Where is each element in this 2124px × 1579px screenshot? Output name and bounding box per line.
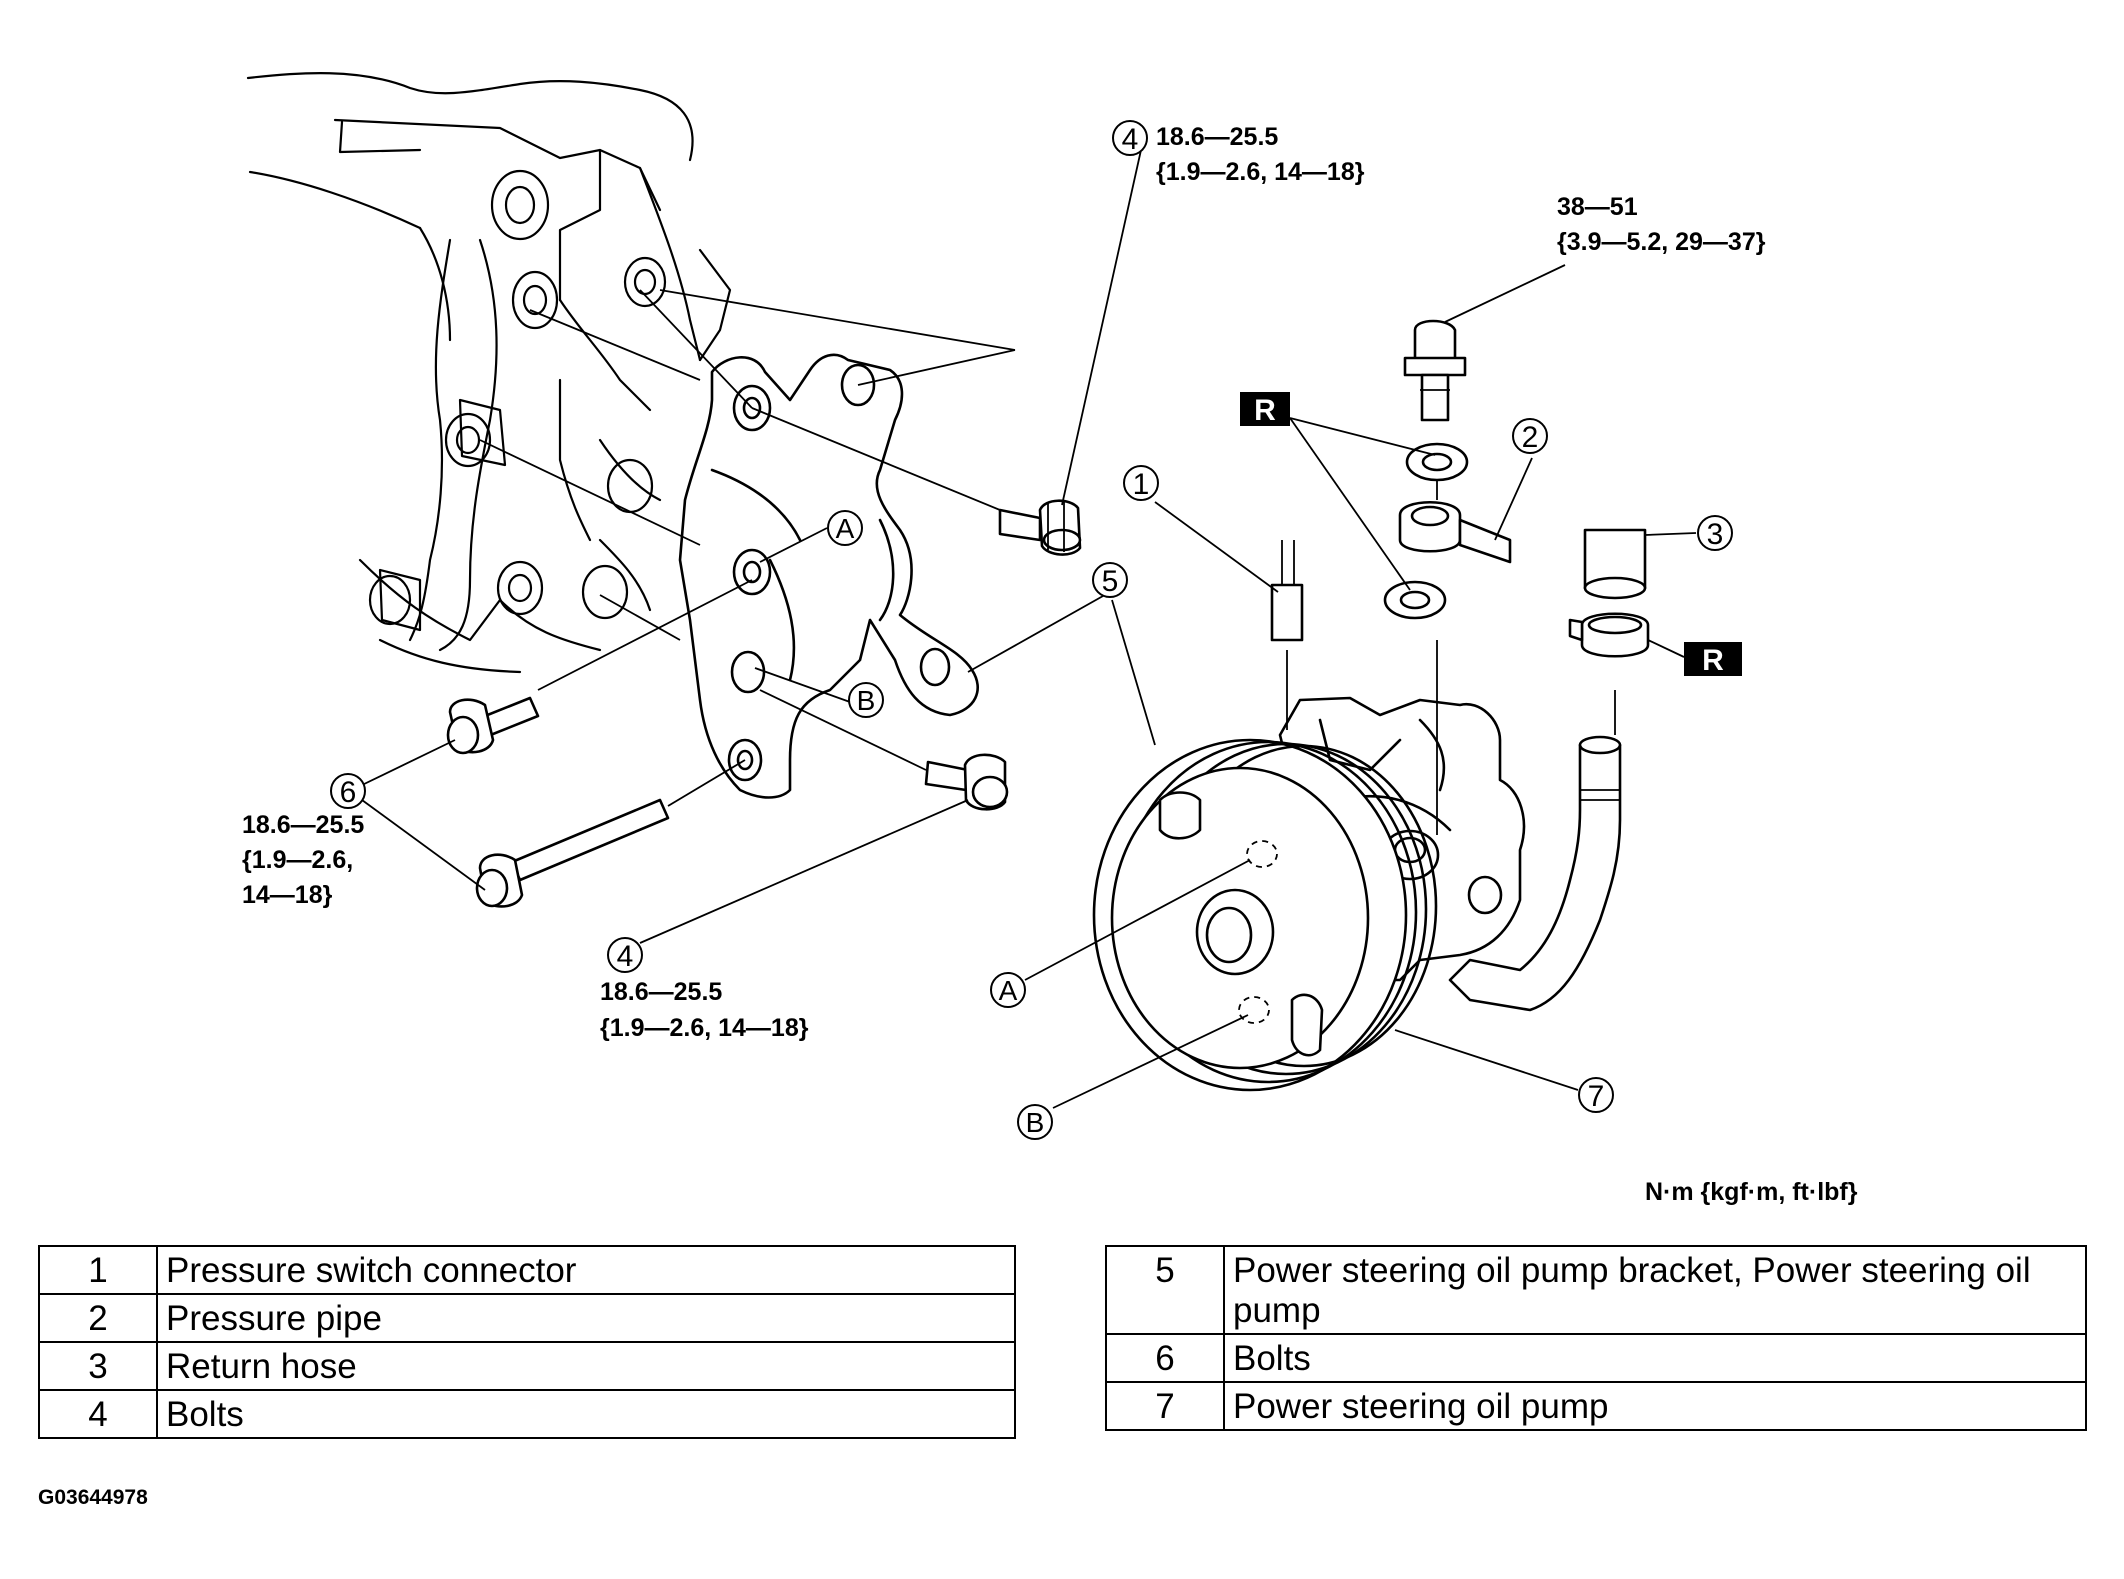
legend-number: 3 — [38, 1341, 158, 1391]
callout-4-lower: 4 — [607, 937, 643, 973]
callout-a-bracket-label: A — [836, 513, 855, 544]
callout-3-label: 3 — [1707, 518, 1724, 551]
callout-7: 7 — [1578, 1077, 1614, 1113]
callout-b-bracket-label: B — [857, 685, 876, 716]
torque-pipe-bolt-line1: 38—51 — [1557, 193, 1638, 221]
engine-block — [246, 72, 732, 674]
pressure-pipe-eye — [1398, 500, 1512, 564]
replace-marker-washers-label: R — [1254, 394, 1276, 427]
torque-4-upper-line2: {1.9—2.6, 14—18} — [1156, 158, 1365, 186]
bracket-alignment-lines — [479, 289, 1016, 641]
legend-number: 6 — [1105, 1333, 1225, 1383]
bolt-6-short — [446, 696, 540, 755]
pump-return-outlet — [1448, 735, 1622, 1012]
callout-1: 1 — [1123, 465, 1159, 501]
legend-number: 2 — [38, 1293, 158, 1343]
callout-b-pulley-label: B — [1026, 1107, 1045, 1138]
torque-6-line2: {1.9—2.6, — [242, 846, 353, 874]
washer-lower — [1383, 580, 1447, 620]
legend-label: Power steering oil pump bracket, Power s… — [1223, 1245, 2087, 1335]
replace-marker-clamp-label: R — [1702, 644, 1724, 677]
callout-4-lower-label: 4 — [617, 940, 634, 973]
bolt-4-upper — [998, 499, 1082, 556]
replace-marker-clamp: R — [1684, 642, 1742, 677]
callout-a-pulley-label: A — [999, 975, 1018, 1006]
callout-4-upper-label: 4 — [1122, 123, 1139, 156]
callout-3: 3 — [1697, 515, 1733, 551]
callout-5-label: 5 — [1102, 565, 1119, 598]
return-hose — [1583, 528, 1647, 600]
legend-number: 4 — [38, 1389, 158, 1439]
pump-bracket — [678, 353, 979, 799]
legend-label: Return hose — [156, 1341, 1016, 1391]
callout-7-label: 7 — [1588, 1080, 1605, 1113]
callout-1-label: 1 — [1133, 468, 1150, 501]
torque-pipe-bolt-line2: {3.9—5.2, 29—37} — [1557, 228, 1766, 256]
legend-label: Pressure pipe — [156, 1293, 1016, 1343]
callout-b-pulley: B — [1017, 1104, 1053, 1140]
pump-pulley — [1092, 738, 1438, 1092]
callout-a-pulley: A — [990, 972, 1026, 1008]
callout-a-bracket: A — [827, 510, 863, 546]
callout-6: 6 — [330, 773, 366, 809]
callout-2: 2 — [1512, 418, 1548, 454]
legend-label: Bolts — [156, 1389, 1016, 1439]
torque-6-line1: 18.6—25.5 — [242, 811, 364, 839]
legend-label: Power steering oil pump — [1223, 1381, 2087, 1431]
leader-lines — [359, 149, 1697, 1109]
hose-clamp — [1568, 612, 1650, 658]
bolt-4-lower — [924, 753, 1009, 811]
replace-marker-washers: R — [1240, 392, 1290, 427]
callout-4-upper: 4 — [1112, 120, 1148, 156]
torque-4-lower-line2: {1.9—2.6, 14—18} — [600, 1014, 809, 1042]
torque-6-line3: 14—18} — [242, 881, 333, 909]
callout-2-label: 2 — [1522, 421, 1539, 454]
callout-6-label: 6 — [340, 776, 357, 809]
legend-label: Bolts — [1223, 1333, 2087, 1383]
pressure-switch-connector — [1270, 540, 1304, 730]
torque-4-lower-line1: 18.6—25.5 — [600, 978, 722, 1006]
legend-label: Pressure switch connector — [156, 1245, 1016, 1295]
legend-number: 5 — [1105, 1245, 1225, 1335]
legend-number: 1 — [38, 1245, 158, 1295]
figure-id: G03644978 — [38, 1486, 148, 1509]
bolt-6-long — [475, 798, 670, 908]
pressure-pipe-bolt — [1403, 319, 1467, 422]
callout-b-bracket: B — [848, 682, 884, 718]
callout-5: 5 — [1092, 562, 1128, 598]
bolt-alignment-lines — [537, 579, 927, 807]
torque-units: N·m {kgf·m, ft·lbf} — [1645, 1178, 1858, 1206]
washer-upper — [1405, 442, 1469, 482]
torque-4-upper-line1: 18.6—25.5 — [1156, 123, 1278, 151]
legend-number: 7 — [1105, 1381, 1225, 1431]
